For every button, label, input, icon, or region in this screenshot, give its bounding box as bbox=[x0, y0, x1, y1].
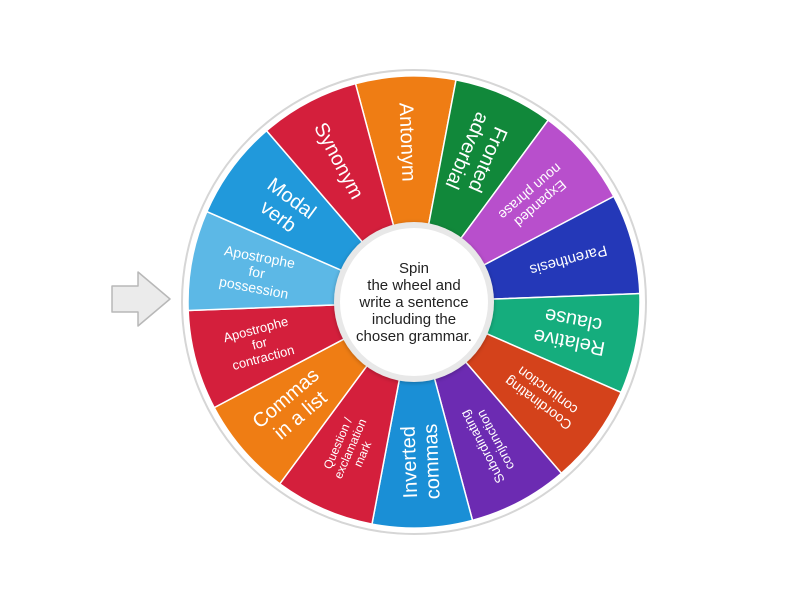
arrow-right-icon bbox=[111, 271, 171, 327]
segment-label: Invertedcommas bbox=[397, 423, 444, 500]
center-hub[interactable] bbox=[340, 228, 488, 376]
wheel-segments bbox=[187, 75, 641, 529]
segment-label: Antonym bbox=[395, 102, 420, 182]
